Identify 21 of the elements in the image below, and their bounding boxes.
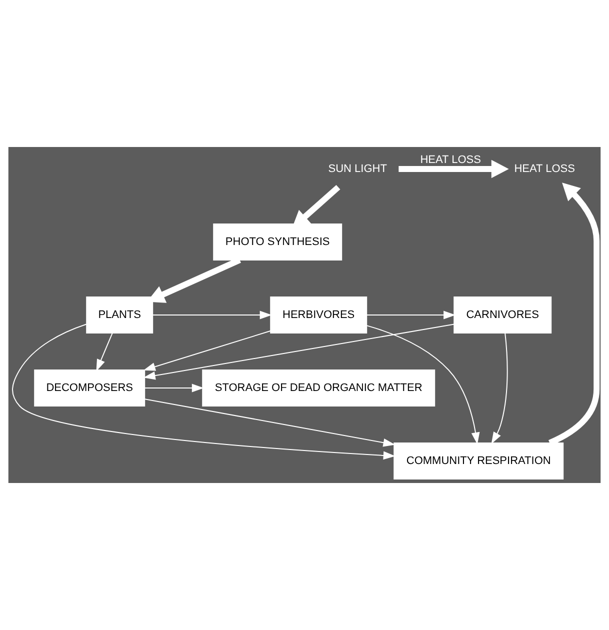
node-box: PHOTO SYNTHESIS [213,224,342,260]
arrow [366,310,456,320]
arrow [491,332,508,444]
arrow [144,384,204,392]
arrow [366,325,480,444]
node-box: STORAGE OF DEAD ORGANIC MATTER [202,370,436,406]
node-text: SUN LIGHT [328,162,387,175]
arrow [96,332,113,372]
arrow [12,324,396,460]
node-text: HEAT LOSS [514,162,575,175]
arrow [152,310,272,320]
edge-label: HEAT LOSS [420,154,481,166]
arrow [144,398,396,447]
node-box: PLANTS [86,296,154,334]
node-box: COMMUNITY RESPIRATION [394,442,564,480]
arrow [143,330,272,371]
arrow [143,324,455,380]
arrow [398,160,509,178]
node-box: DECOMPOSERS [34,370,146,406]
node-box: CARNIVORES [454,296,552,334]
node-box: HERBIVORES [270,296,368,334]
